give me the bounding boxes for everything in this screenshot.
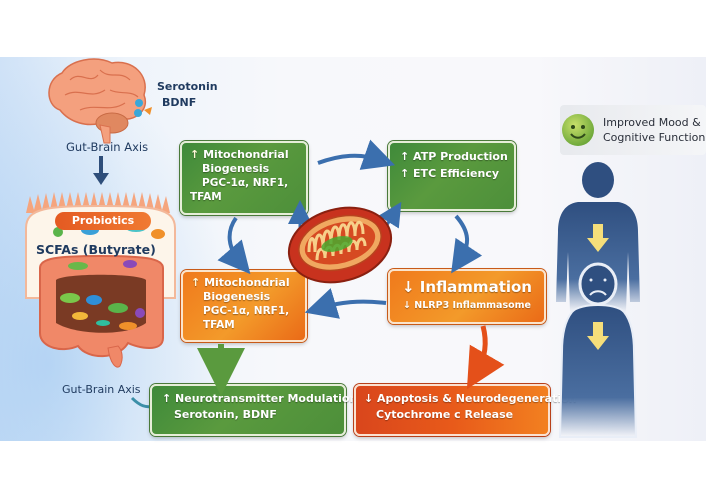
brain-label-bdnf: BDNF [162,96,197,109]
box-line: ↑ ATP Production [400,150,508,163]
mitochondrion-illustration [287,206,393,284]
arrow-right [451,214,483,274]
outcome-text-line1: Improved Mood & [603,116,701,129]
box-mitochondrial-biogenesis-mid: ↑ Mitochondrial Biogenesis PGC-1α, NRF1,… [181,270,307,342]
inflammation-title: ↓ Inflammation [402,278,532,296]
box-line: PGC-1α, NRF1, [203,305,290,317]
box-line: Biogenesis [202,162,270,175]
box-line: TFAM [190,191,222,203]
gut-brain-axis-label-bottom: Gut-Brain Axis [62,383,141,396]
inflammation-sub: ↓ NLRP3 Inflammasome [403,300,531,311]
box-mitochondrial-biogenesis-top: ↑ Mitochondrial Biogenesis PGC-1α, NRF1,… [180,141,308,215]
up-arrow-icon: ↑ [191,276,201,289]
down-arrow-icon [93,156,109,185]
human-figures-illustration [556,162,640,438]
arrow-left [217,216,251,275]
box-inflammation: ↓ Inflammation ↓ NLRP3 Inflammasome [388,269,546,324]
gut-brain-axis-label-top: Gut-Brain Axis [66,140,149,154]
arrow-red-down [466,325,505,390]
box-neurotransmitter-modulation: ↑ Neurotransmitter Modulation Serotonin,… [150,384,357,436]
box-line: PGC-1α, NRF1, [202,177,289,189]
box-line: ↑ ETC Efficiency [400,167,500,180]
box-line: Biogenesis [203,290,271,303]
outcome-text-line2: Cognitive Function [603,131,706,144]
box-atp-production: ↑ ATP Production ↑ ETC Efficiency [388,141,516,211]
brain-illustration [48,58,152,144]
up-arrow-icon: ↑ [190,148,200,161]
brain-label-serotonin: Serotonin [157,80,218,93]
arrow-top [317,139,396,170]
scfas-label: SCFAs (Butyrate) [36,242,156,257]
box-apoptosis: ↓ Apoptosis & Neurodegeneration Cytochro… [354,384,577,436]
box-line: Cytochrome c Release [376,408,514,421]
probiotics-banner: Probiotics [55,212,151,230]
smiley-face-icon [562,114,594,146]
box-line: TFAM [203,319,235,331]
box-line: ↓ Apoptosis & Neurodegeneration [364,392,577,405]
box-line: Mitochondrial [204,276,290,289]
box-line: Mitochondrial [203,148,289,161]
arrow-bottom [304,288,387,319]
box-line: Serotonin, BDNF [174,408,277,421]
